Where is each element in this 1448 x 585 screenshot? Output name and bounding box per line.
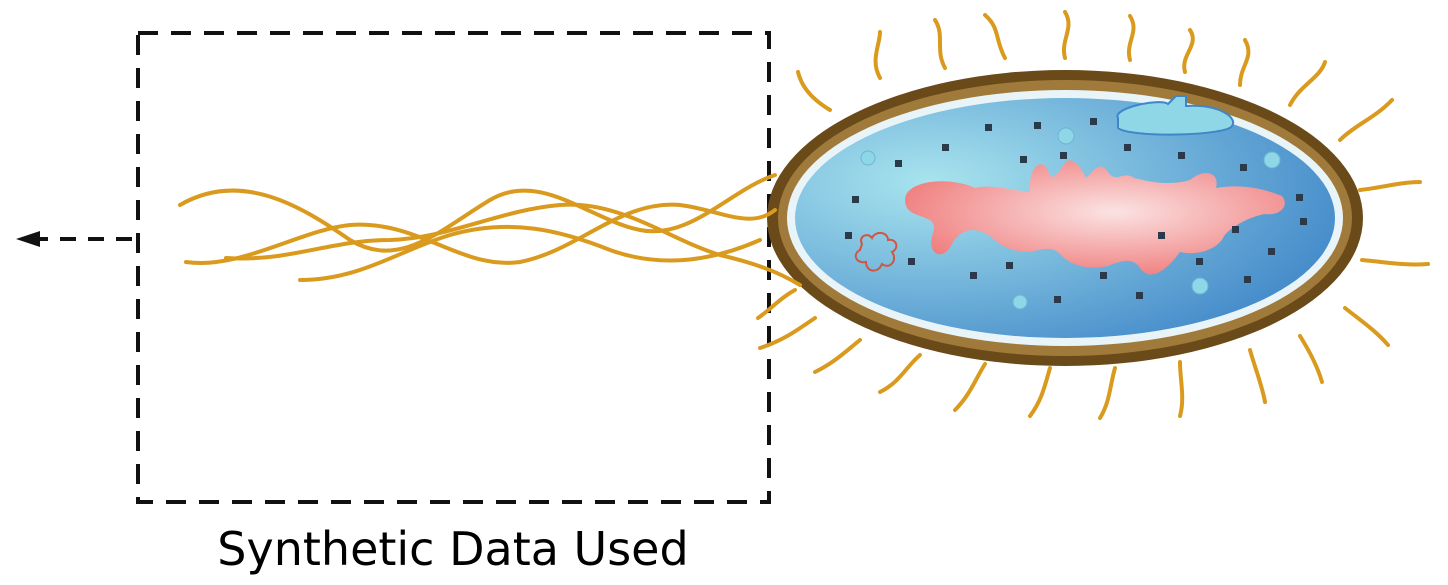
arrow-left-icon bbox=[16, 231, 132, 247]
bacterium-icon bbox=[758, 12, 1428, 418]
caption-label: Synthetic Data Used bbox=[136, 518, 770, 580]
flagella-bundle bbox=[180, 175, 800, 285]
dashed-frame bbox=[138, 33, 769, 502]
